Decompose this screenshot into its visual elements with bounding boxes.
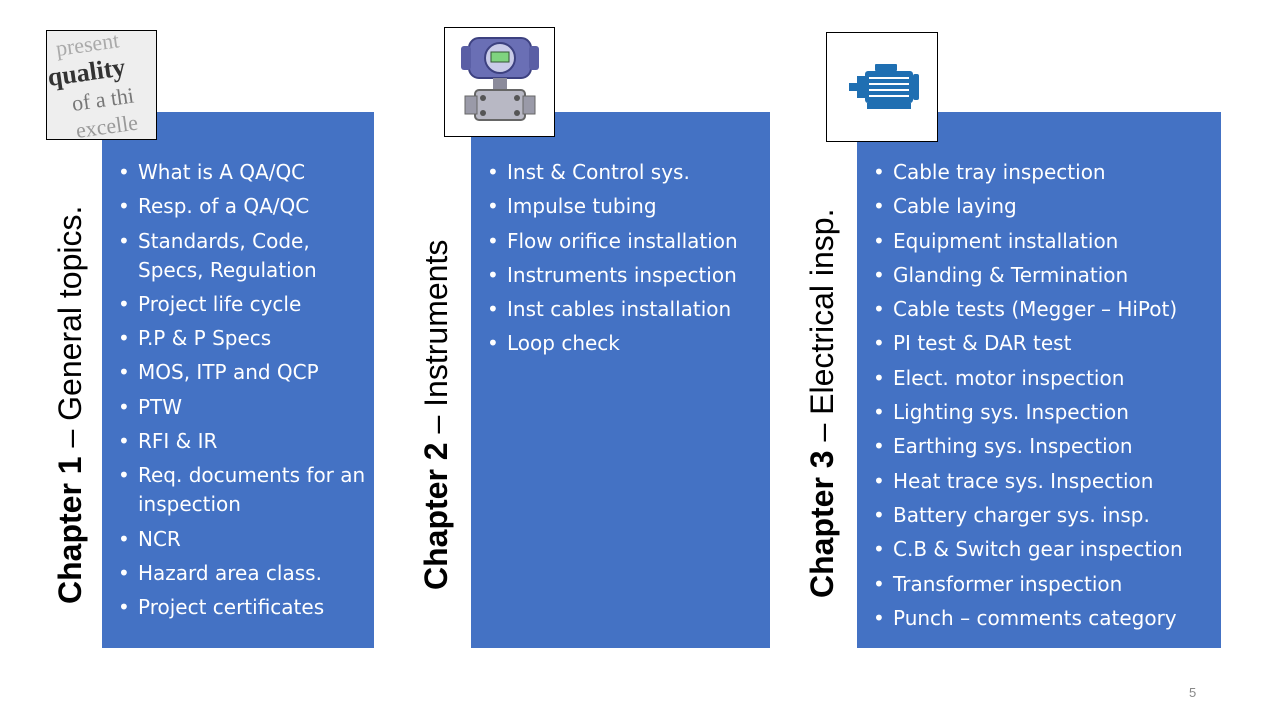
list-item: Loop check — [485, 329, 763, 358]
electric-motor-graphic — [849, 64, 919, 109]
chapter-1-panel: What is A QA/QC Resp. of a QA/QC Standar… — [102, 112, 374, 648]
chapter-2-title-rest: Instruments — [418, 239, 454, 407]
chapter-2-list: Inst & Control sys. Impulse tubing Flow … — [485, 158, 763, 364]
list-item: Inst cables installation — [485, 295, 763, 324]
list-item: PI test & DAR test — [871, 329, 1217, 358]
electric-motor-icon — [826, 32, 938, 142]
chapter-2-panel: Inst & Control sys. Impulse tubing Flow … — [471, 112, 770, 648]
chapter-3-title: Chapter 3 – Electrical insp. — [804, 209, 841, 598]
list-item: Earthing sys. Inspection — [871, 432, 1217, 461]
chapter-2-title-bold: Chapter 2 — [418, 442, 454, 590]
list-item: Resp. of a QA/QC — [116, 192, 366, 221]
list-item: Glanding & Termination — [871, 261, 1217, 290]
list-item: Elect. motor inspection — [871, 364, 1217, 393]
page-number: 5 — [1189, 685, 1197, 700]
list-item: Hazard area class. — [116, 559, 366, 588]
list-item: Heat trace sys. Inspection — [871, 467, 1217, 496]
quality-text-image: present quality of a thi excelle — [46, 30, 157, 140]
pressure-transmitter-graphic — [461, 37, 539, 121]
chapter-1-title-bold: Chapter 1 — [52, 456, 88, 604]
list-item: PTW — [116, 393, 366, 422]
quality-text-graphic: present quality of a thi excelle — [47, 31, 156, 139]
list-item: Flow orifice installation — [485, 227, 763, 256]
list-item: NCR — [116, 525, 366, 554]
list-item: Project certificates — [116, 593, 366, 622]
list-item: Equipment installation — [871, 227, 1217, 256]
list-item: Impulse tubing — [485, 192, 763, 221]
chapter-3-title-rest: Electrical insp. — [804, 208, 840, 415]
list-item: Standards, Code, Specs, Regulation — [116, 227, 366, 285]
list-item: Req. documents for an inspection — [116, 461, 366, 519]
list-item: P.P & P Specs — [116, 324, 366, 353]
list-item: Battery charger sys. insp. — [871, 501, 1217, 530]
list-item: Cable laying — [871, 192, 1217, 221]
list-item: Transformer inspection — [871, 570, 1217, 599]
list-item: Inst & Control sys. — [485, 158, 763, 187]
list-item: C.B & Switch gear inspection — [871, 535, 1217, 564]
chapter-1-title-rest: General topics. — [52, 205, 88, 421]
list-item: Punch – comments category — [871, 604, 1217, 633]
chapter-3-title-bold: Chapter 3 — [804, 450, 840, 598]
chapter-3-title-sep: – — [804, 414, 840, 451]
list-item: Lighting sys. Inspection — [871, 398, 1217, 427]
chapter-2-title: Chapter 2 – Instruments — [418, 240, 455, 590]
list-item: MOS, ITP and QCP — [116, 358, 366, 387]
list-item: Cable tray inspection — [871, 158, 1217, 187]
chapter-3-panel: Cable tray inspection Cable laying Equip… — [857, 112, 1221, 648]
list-item: Instruments inspection — [485, 261, 763, 290]
list-item: Project life cycle — [116, 290, 366, 319]
chapter-1-title: Chapter 1 – General topics. — [52, 206, 89, 604]
chapter-2-title-sep: – — [418, 406, 454, 443]
pressure-transmitter-icon — [444, 27, 555, 137]
chapter-1-title-sep: – — [52, 420, 88, 457]
list-item: What is A QA/QC — [116, 158, 366, 187]
chapter-3-list: Cable tray inspection Cable laying Equip… — [871, 158, 1217, 638]
chapter-1-list: What is A QA/QC Resp. of a QA/QC Standar… — [116, 158, 366, 628]
list-item: RFI & IR — [116, 427, 366, 456]
list-item: Cable tests (Megger – HiPot) — [871, 295, 1217, 324]
